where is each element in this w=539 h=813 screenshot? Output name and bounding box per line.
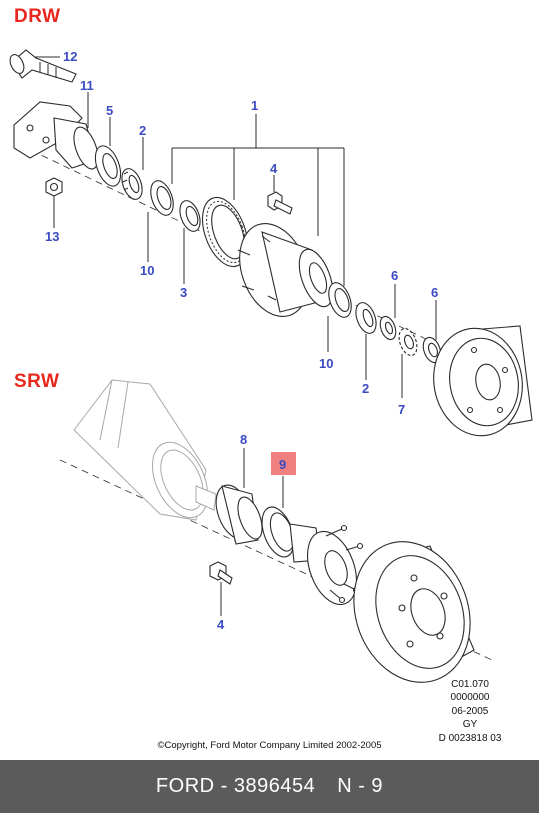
srw-bolt-4 xyxy=(209,561,233,585)
drw-nut-13 xyxy=(45,177,63,197)
srw-hub xyxy=(289,523,364,606)
drw-title: DRW xyxy=(14,6,61,27)
reference-date: 06-2005 xyxy=(451,705,489,717)
reference-block: C01.070 0000000 06-2005 GY D 0023818 03 xyxy=(425,678,515,745)
callout-srw-8: 8 xyxy=(240,432,247,447)
reference-number: 0000000 xyxy=(450,692,490,704)
drw-stud-12 xyxy=(9,49,77,83)
drw-seal-5 xyxy=(94,145,122,187)
drw-brake-drum xyxy=(433,325,533,437)
callout-drw-6a: 6 xyxy=(391,268,398,283)
callout-drw-4: 4 xyxy=(270,161,278,176)
drw-ring-3 xyxy=(179,200,201,232)
srw-brake-drum xyxy=(353,541,475,683)
footer-bar: FORD - 3896454 N - 9 xyxy=(0,760,539,813)
drw-lockring-7 xyxy=(398,328,418,356)
drw-bearing-2a xyxy=(121,168,143,200)
callout-drw-12: 12 xyxy=(63,49,77,64)
reference-drawing: D 0023818 03 xyxy=(438,732,502,744)
callout-drw-3: 3 xyxy=(180,285,187,300)
drw-washer-6a xyxy=(379,315,397,341)
srw-axle-housing xyxy=(73,379,217,521)
reference-code: C01.070 xyxy=(451,679,489,690)
reference-initials: GY xyxy=(462,719,478,731)
callout-drw-10b: 10 xyxy=(319,356,333,371)
highlight-box-9[interactable] xyxy=(271,452,296,475)
callout-drw-2a: 2 xyxy=(139,123,146,138)
callout-drw-7: 7 xyxy=(398,402,405,417)
callout-drw-2b: 2 xyxy=(362,381,369,396)
footer-part-number: FORD - 3896454 xyxy=(155,775,316,797)
callout-drw-5: 5 xyxy=(106,103,113,118)
callout-drw-6b: 6 xyxy=(431,285,438,300)
drw-hub-1 xyxy=(237,223,334,317)
callout-srw-4: 4 xyxy=(217,617,225,632)
srw-title: SRW xyxy=(14,371,60,392)
drw-bearing-2b xyxy=(355,302,377,334)
drw-race-10b xyxy=(328,282,352,318)
drw-bolt-4 xyxy=(267,191,293,215)
drw-leader-lines xyxy=(34,56,437,398)
drw-tone-ring xyxy=(201,196,249,268)
drw-spindle-11 xyxy=(13,101,99,170)
callout-drw-1: 1 xyxy=(251,98,258,113)
callout-srw-9[interactable]: 9 xyxy=(279,457,286,472)
callout-drw-10a: 10 xyxy=(140,263,154,278)
copyright-text: ©Copyright, Ford Motor Company Limited 2… xyxy=(157,740,382,751)
drw-race-10a xyxy=(150,180,174,216)
callout-drw-11: 11 xyxy=(80,78,94,93)
srw-race-8 xyxy=(215,484,263,545)
footer-position: N - 9 xyxy=(337,775,384,797)
exploded-hub-diagram: 12 11 5 2 1 4 13 10 3 6 6 10 2 7 xyxy=(9,49,533,683)
srw-leader-lines xyxy=(220,448,284,616)
callout-drw-13: 13 xyxy=(45,229,59,244)
